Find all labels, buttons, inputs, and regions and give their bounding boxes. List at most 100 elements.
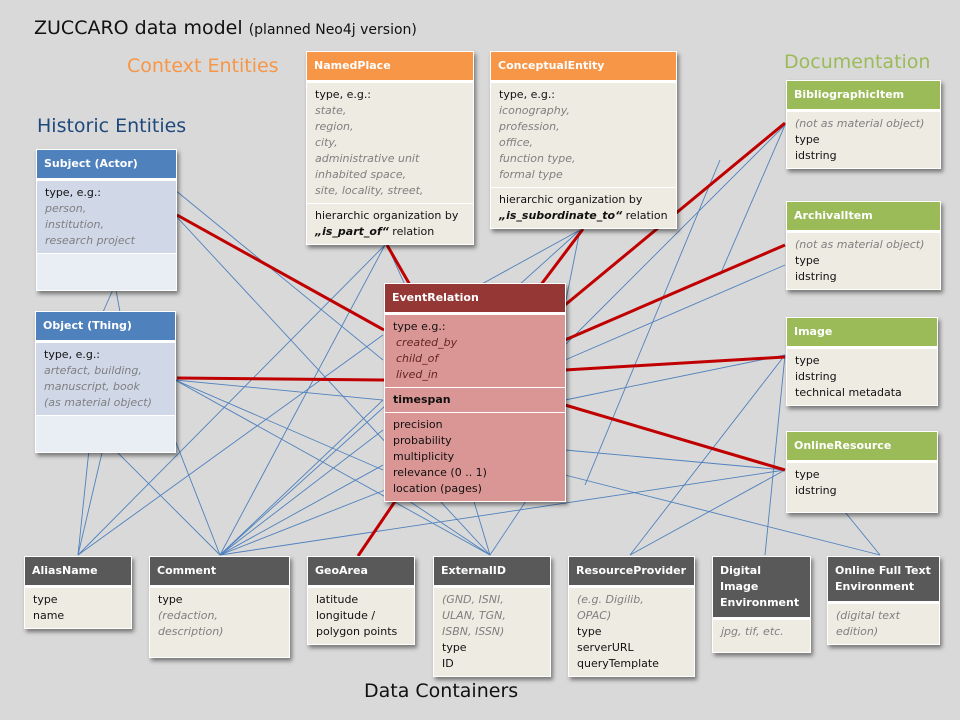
field: type <box>33 593 58 606</box>
entity-header: Image <box>787 318 937 349</box>
fields-section: type name <box>25 588 131 628</box>
note: (redaction, <box>158 609 218 622</box>
field: type <box>795 254 820 267</box>
example: (as material object) <box>44 396 152 409</box>
header-line: Environment <box>835 580 915 593</box>
type-section: type, e.g.: artefact, building, manuscri… <box>36 343 175 415</box>
hierarchy-relation: „is_part_of“ <box>315 225 389 238</box>
type-label: type, e.g.: <box>45 186 102 199</box>
header-line: Environment <box>720 596 800 609</box>
field: type <box>442 641 467 654</box>
attribute: multiplicity <box>393 450 455 463</box>
fields-section: type (redaction, description) <box>150 588 289 644</box>
example: artefact, building, <box>44 364 142 377</box>
container-links <box>77 124 881 556</box>
hierarchy-section: hierarchic organization by „is_part_of“ … <box>307 203 473 244</box>
entity-header: OnlineResource <box>787 432 937 463</box>
event-links <box>176 121 786 557</box>
note: OPAC) <box>577 609 612 622</box>
entity-bibliographic-item[interactable]: BibliographicItem (not as material objec… <box>786 80 941 169</box>
context-entities-label: Context Entities <box>127 55 279 77</box>
attribute: probability <box>393 434 452 447</box>
example: formal type <box>499 168 563 181</box>
container-geo-area[interactable]: GeoArea latitude longitude / polygon poi… <box>307 556 415 645</box>
timespan-section: timespan <box>385 387 565 412</box>
documentation-label: Documentation <box>784 51 931 73</box>
type-section: type, e.g.: person, institution, researc… <box>37 181 176 253</box>
entity-event-relation[interactable]: EventRelation type e.g.: created_by chil… <box>384 283 566 502</box>
entity-header: Digital Image Environment <box>713 557 810 620</box>
entity-conceptual-entity[interactable]: ConceptualEntity type, e.g.: iconography… <box>490 51 677 229</box>
entity-header: Comment <box>150 557 289 588</box>
note: ULAN, TGN, <box>442 609 506 622</box>
field: technical metadata <box>795 386 902 399</box>
example: manuscript, book <box>44 380 140 393</box>
hierarchy-relation: „is_subordinate_to“ <box>499 209 623 222</box>
field: type <box>577 625 602 638</box>
entity-header: EventRelation <box>385 284 565 315</box>
note: (digital text <box>836 609 900 622</box>
note: (GND, ISNI, <box>442 593 504 606</box>
entity-header: GeoArea <box>308 557 414 588</box>
fields-section: jpg, tif, etc. <box>713 620 810 652</box>
title-sub: (planned Neo4j version) <box>248 22 417 38</box>
attribute: relevance (0 .. 1) <box>393 466 487 479</box>
fields-section: type idstring <box>787 463 937 503</box>
entity-image[interactable]: Image type idstring technical metadata <box>786 317 938 406</box>
entity-header: ConceptualEntity <box>491 52 676 83</box>
type-section: type, e.g.: state, region, city, adminis… <box>307 83 473 203</box>
example: state, <box>315 104 347 117</box>
example: child_of <box>396 352 439 365</box>
empty-section <box>37 253 176 290</box>
field: longitude / <box>316 609 376 622</box>
hierarchy-suffix: relation <box>622 209 668 222</box>
example: iconography, <box>499 104 570 117</box>
field: idstring <box>795 149 837 162</box>
field: latitude <box>316 593 359 606</box>
entity-header: ExternalID <box>434 557 550 588</box>
field: type <box>795 354 820 367</box>
container-resource-provider[interactable]: ResourceProvider (e.g. Digilib, OPAC) ty… <box>568 556 695 677</box>
entity-header: ResourceProvider <box>569 557 694 588</box>
container-alias-name[interactable]: AliasName type name <box>24 556 132 629</box>
container-external-id[interactable]: ExternalID (GND, ISNI, ULAN, TGN, ISBN, … <box>433 556 551 677</box>
container-digital-image-environment[interactable]: Digital Image Environment jpg, tif, etc. <box>712 556 811 653</box>
hierarchy-section: hierarchic organization by „is_subordina… <box>491 187 676 228</box>
entity-header: BibliographicItem <box>787 81 940 112</box>
entity-header: ArchivalItem <box>787 202 940 233</box>
entity-archival-item[interactable]: ArchivalItem (not as material object) ty… <box>786 201 941 290</box>
entity-header: Subject (Actor) <box>37 150 176 181</box>
header-line: Online Full Text <box>835 564 931 577</box>
field: idstring <box>795 370 837 383</box>
container-online-full-text-environment[interactable]: Online Full Text Environment (digital te… <box>827 556 940 645</box>
entity-header: Object (Thing) <box>36 312 175 343</box>
field: type <box>795 133 820 146</box>
container-comment[interactable]: Comment type (redaction, description) <box>149 556 290 658</box>
type-label: type, e.g.: <box>315 88 372 101</box>
diagram-title: ZUCCARO data model (planned Neo4j versio… <box>34 17 417 39</box>
example: institution, <box>45 218 104 231</box>
type-label: type, e.g.: <box>44 348 101 361</box>
example: region, <box>315 120 354 133</box>
note: description) <box>158 625 224 638</box>
entity-header: NamedPlace <box>307 52 473 83</box>
field: type <box>158 593 183 606</box>
attributes-section: precision probability multiplicity relev… <box>385 412 565 501</box>
example: city, <box>315 136 338 149</box>
hierarchy-text: hierarchic organization by <box>499 193 643 206</box>
empty-section <box>36 415 175 452</box>
field: name <box>33 609 65 622</box>
type-label: type e.g.: <box>393 320 446 333</box>
entity-subject[interactable]: Subject (Actor) type, e.g.: person, inst… <box>36 149 177 291</box>
field: idstring <box>795 484 837 497</box>
example: person, <box>45 202 87 215</box>
example: administrative unit <box>315 152 420 165</box>
entity-online-resource[interactable]: OnlineResource type idstring <box>786 431 938 513</box>
entity-named-place[interactable]: NamedPlace type, e.g.: state, region, ci… <box>306 51 474 245</box>
fields-section: latitude longitude / polygon points <box>308 588 414 644</box>
entity-object[interactable]: Object (Thing) type, e.g.: artefact, bui… <box>35 311 176 453</box>
example: profession, <box>499 120 560 133</box>
field: type <box>795 468 820 481</box>
fields-section: (not as material object) type idstring <box>787 112 940 168</box>
